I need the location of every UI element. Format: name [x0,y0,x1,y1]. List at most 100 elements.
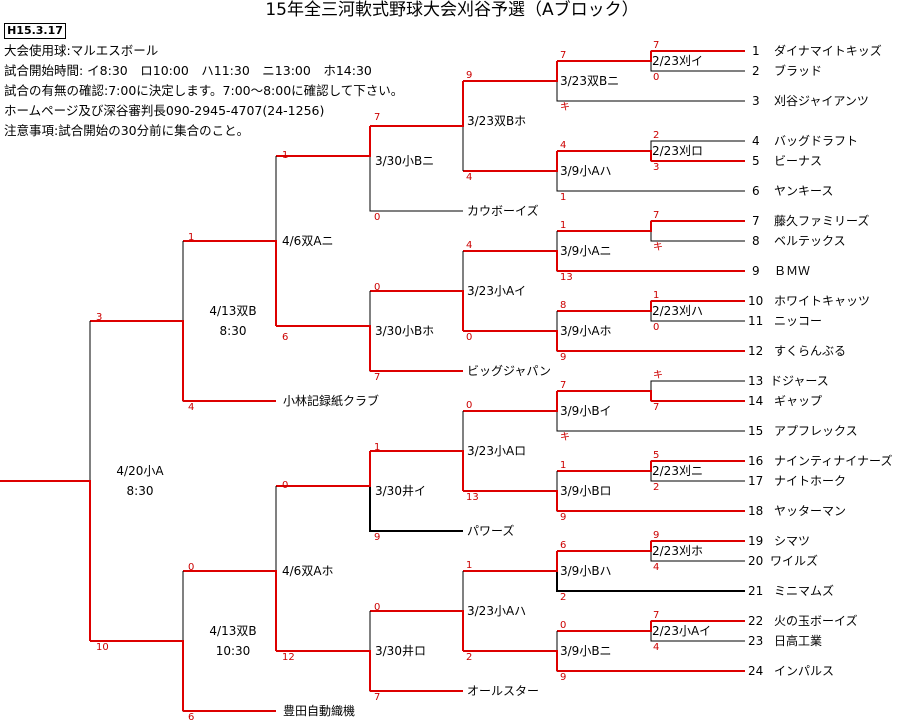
score: 7 [560,50,567,61]
match-label: 3/9小Aニ [560,244,612,258]
team-name: ヤンキース [774,184,834,198]
final-label: 4/20小A [116,464,164,478]
team-num: 20 [748,554,764,568]
score: 10 [96,642,109,653]
match-label: 3/30小Bニ [375,154,435,168]
score: 1 [560,220,567,231]
team-num: 19 [748,534,764,548]
score: 12 [282,652,295,663]
score: 1 [560,460,567,471]
date-box: H15.3.17 [4,23,66,39]
team-num: 3 [752,94,760,108]
team-name: ヤッターマン [774,504,847,518]
seeded-team: カウボーイズ [467,204,539,218]
score: 0 [374,602,381,613]
team-name: インパルス [774,664,835,678]
info-ball: 大会使用球:マルエスボール [4,43,159,58]
score: 7 [653,210,660,221]
score: 9 [374,532,381,543]
score: 6 [282,332,289,343]
match-label: 4/6双Aニ [282,234,334,248]
match-label: 4/13双B [209,304,257,318]
match-label: 2/23刈ホ [652,544,703,558]
team-num: 6 [752,184,760,198]
score: キ [560,432,570,443]
team-name: 日高工業 [774,634,823,648]
info-start-times: 試合開始時間: イ8:30 ロ10:00 ハ11:30 ニ13:00 ホ14:3… [4,63,372,78]
match-label: 4/6双Aホ [282,564,334,578]
team-num: 13 [748,374,764,388]
team-name: ブラッド [774,64,823,78]
match-label: 3/23双Bニ [560,74,620,88]
team-name: ホワイトキャッツ [774,294,871,308]
team-name: ギャップ [774,394,823,408]
team-num: 17 [748,474,764,488]
team-num: 24 [748,664,764,678]
seeded-team: パワーズ [467,524,515,538]
score: 0 [653,322,660,333]
team-num: 1 [752,44,760,58]
team-name: ナインティナイナーズ [774,454,893,468]
match-label: 2/23刈ニ [652,464,703,478]
score: 8 [560,300,567,311]
score: 7 [374,112,381,123]
match-label: 4/13双B [209,624,257,638]
score: 1 [188,232,195,243]
score: 4 [560,140,567,151]
score: 0 [653,72,660,83]
score: 0 [466,400,473,411]
match-label: 2/23小Aイ [652,624,712,638]
score: 7 [653,610,660,621]
team-name: ナイトホーク [774,474,847,488]
team-num: 22 [748,614,764,628]
match-label: 3/30井イ [375,484,426,498]
score: 13 [466,492,479,503]
team-num: 23 [748,634,764,648]
score: 0 [282,480,289,491]
team-num: 8 [752,234,760,248]
match-time: 8:30 [219,324,247,338]
score: 1 [374,442,381,453]
score: 6 [560,540,567,551]
score: 2 [560,592,567,603]
team-name: シマツ [774,534,811,548]
team-name: バッグドラフト [774,134,859,148]
team-name: 刈谷ジャイアンツ [774,94,869,108]
team-name: ミニマムズ [774,584,835,598]
score: 2 [653,482,660,493]
match-label: 2/23刈イ [652,54,703,68]
team-num: 5 [752,154,760,168]
info-notes: 注意事項:試合開始の30分前に集合のこと。 [4,123,250,138]
score: 1 [653,290,660,301]
score: 6 [188,712,195,723]
team-num: 21 [748,584,764,598]
team-name: ベルテックス [774,234,846,248]
team-num: 18 [748,504,764,518]
score: 7 [374,692,381,703]
team-num: 11 [748,314,764,328]
match-label: 3/30井ロ [375,644,426,658]
score: 9 [560,672,567,683]
final-time: 8:30 [126,484,154,498]
team-num: 2 [752,64,760,78]
team-name: ワイルズ [770,554,819,568]
score: 13 [560,272,573,283]
match-label: 2/23刈ハ [652,304,703,318]
match-label: 3/9小Aホ [560,324,612,338]
match-label: 3/23小Aイ [467,284,527,298]
score: 1 [560,192,567,203]
match-label: 3/9小Bイ [560,404,612,418]
match-label: 3/9小Bロ [560,484,612,498]
score: 7 [653,402,660,413]
score: 7 [653,40,660,51]
seeded-team: オールスター [467,684,540,698]
match-label: 2/23刈ロ [652,144,703,158]
team-name: ビーナス [774,154,823,168]
score: 4 [466,172,473,183]
team-name: ドジャース [770,374,829,388]
score: 0 [466,332,473,343]
seeded-team: ビッグジャパン [467,364,552,378]
score: 0 [188,562,195,573]
score: 1 [282,150,289,161]
